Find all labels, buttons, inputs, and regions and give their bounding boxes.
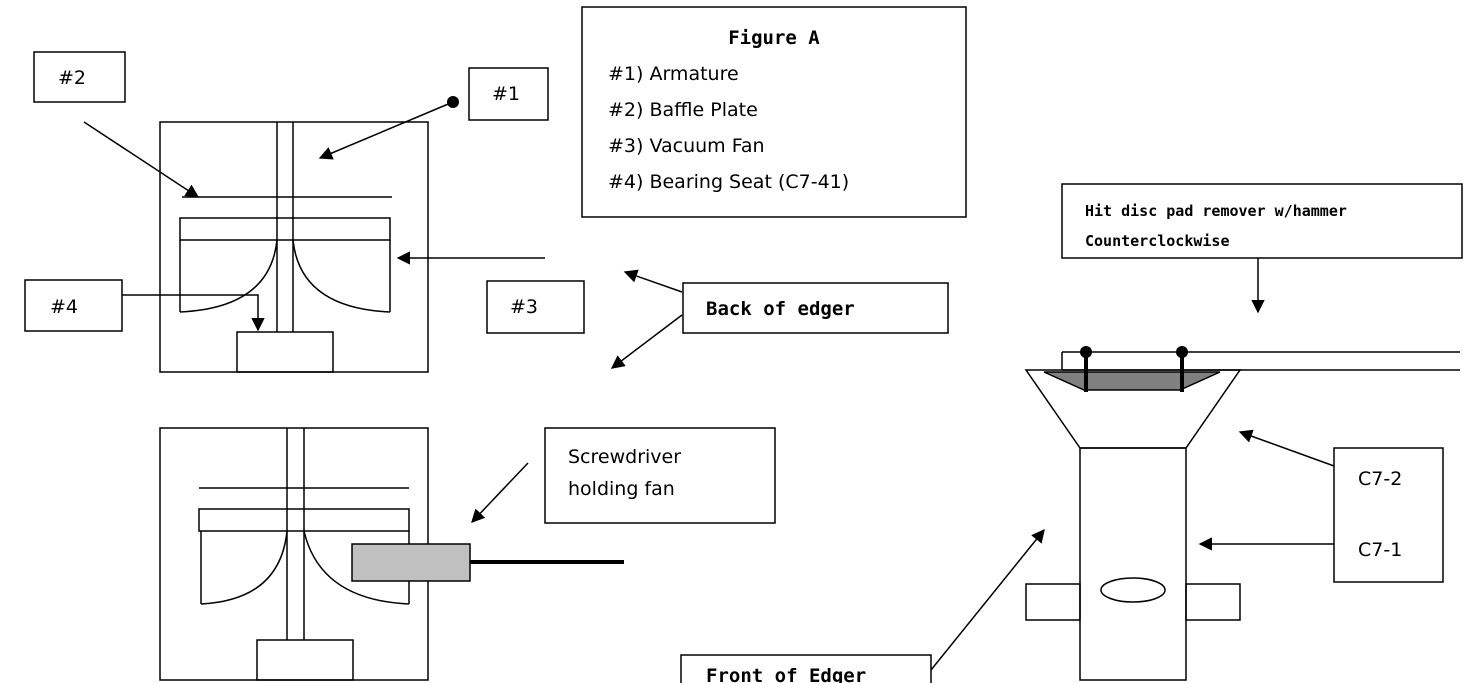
callout-4: #4	[24, 279, 265, 332]
back-arrow-down	[610, 314, 683, 369]
callout-1-text: #1	[492, 83, 520, 105]
legend-box: Figure A #1) Armature #2) Baffle Plate #…	[581, 6, 967, 218]
callout-2-arrow	[83, 121, 200, 198]
right-assembly	[1024, 346, 1460, 681]
back-of-edger-callout: Back of edger	[610, 269, 949, 369]
callout-1: #1	[318, 67, 549, 160]
callout-3-text: #3	[510, 296, 538, 318]
legend-item: #2) Baffle Plate	[608, 99, 758, 121]
hit-callout: Hit disc pad remover w/hammer Counterclo…	[1061, 183, 1463, 314]
legend-item: #4) Bearing Seat (C7-41)	[608, 171, 849, 193]
back-arrow-up	[623, 269, 683, 293]
legend-item: #3) Vacuum Fan	[608, 135, 765, 157]
hit-text-1: Hit disc pad remover w/hammer	[1085, 202, 1347, 220]
front-of-edger-text: Front of Edger	[706, 665, 866, 683]
c7-2-text: C7-2	[1358, 468, 1402, 490]
callout-2: #2	[33, 51, 200, 198]
callout-1-arrow	[318, 101, 454, 160]
disc-pad	[1043, 371, 1221, 391]
bottom-assembly	[159, 427, 624, 681]
callout-4-text: #4	[50, 296, 78, 318]
back-of-edger-text: Back of edger	[706, 298, 855, 320]
callout-3: #3	[396, 251, 585, 334]
c7-1-text: C7-1	[1358, 539, 1402, 561]
legend-item: #1) Armature	[608, 63, 739, 85]
legend-title: Figure A	[728, 27, 820, 49]
callout-2-text: #2	[58, 67, 86, 89]
screwdriver-callout: Screwdriver holding fan	[471, 427, 776, 524]
callout-4-arrow	[122, 294, 265, 332]
hit-text-2: Counterclockwise	[1085, 232, 1230, 250]
front-arrow	[930, 528, 1045, 671]
screwdriver-text-2: holding fan	[568, 478, 675, 500]
screwdriver-text-1: Screwdriver	[568, 446, 681, 468]
screwdriver-arrow	[471, 462, 529, 523]
top-assembly	[159, 121, 429, 373]
front-of-edger-callout: Front of Edger	[680, 528, 1045, 683]
screwdriver-handle	[351, 543, 471, 582]
c7-2-arrow	[1238, 429, 1335, 467]
c7-callout: C7-2 C7-1	[1198, 429, 1444, 583]
